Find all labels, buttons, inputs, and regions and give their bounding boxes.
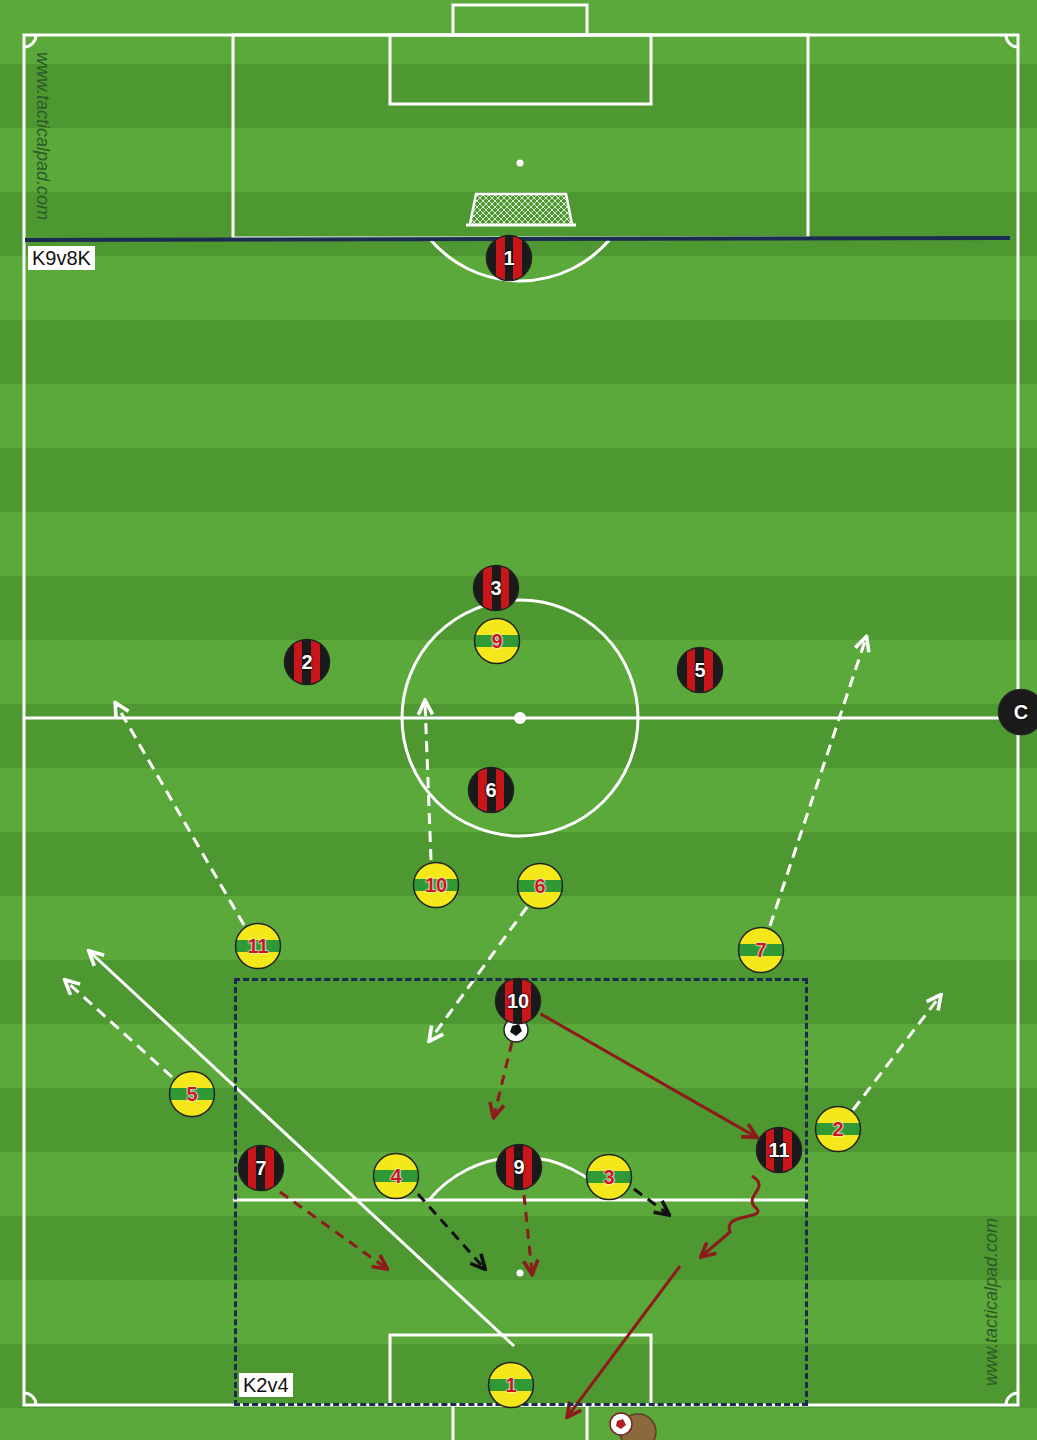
run-arrow [280, 1192, 386, 1268]
player-token: 10 [494, 977, 542, 1025]
movement-arrows [66, 638, 940, 1416]
player-number: 11 [768, 1140, 789, 1160]
player-number: 11 [247, 936, 268, 956]
player-number: 5 [186, 1084, 197, 1104]
run-arrow [524, 1195, 532, 1273]
player-number: 4 [390, 1166, 401, 1186]
player-disc [489, 1363, 534, 1408]
zone-label: K2v4 [239, 1373, 293, 1397]
player-disc [816, 1107, 861, 1152]
goal-area-top [453, 5, 587, 35]
player-disc [469, 768, 514, 813]
player-disc [285, 640, 330, 685]
player-token: 5 [676, 646, 724, 694]
player-number: 1 [503, 248, 514, 268]
penalty-box [233, 35, 808, 238]
touchline [24, 35, 1018, 1405]
player-token: 9 [495, 1143, 543, 1191]
player-number: 3 [603, 1167, 614, 1187]
player-token: 6 [516, 862, 564, 910]
player-token: 3 [585, 1153, 633, 1201]
mini-goal [466, 194, 576, 225]
centre-circle [402, 600, 638, 836]
run-arrow [634, 1189, 668, 1214]
six-yard-box [390, 35, 651, 104]
player-token: 1 [487, 1361, 535, 1409]
player-number: 9 [491, 631, 502, 651]
player-number: 7 [755, 940, 766, 960]
dribble-arrow [702, 1176, 759, 1256]
zone-label: K9v8K [28, 246, 95, 270]
player-token: 11 [234, 922, 282, 970]
zone-box: K2v4 10 11 7 9 4 3 1 [234, 978, 808, 1406]
player-disc [236, 924, 281, 969]
player-disc [678, 648, 723, 693]
goal-area-bottom [453, 1405, 587, 1440]
penalty-box-line [233, 1199, 808, 1202]
player-number: 5 [694, 660, 705, 680]
player-number: 3 [490, 578, 501, 598]
player-disc [757, 1128, 802, 1173]
player-token: 11 [755, 1126, 803, 1174]
player-token: 7 [737, 926, 785, 974]
player-token: 2 [814, 1105, 862, 1153]
player-disc [587, 1155, 632, 1200]
player-number: 6 [534, 876, 545, 896]
run-arrow [494, 1042, 512, 1116]
player-disc [475, 619, 520, 664]
run-arrow [66, 981, 172, 1077]
player-number: 7 [255, 1158, 266, 1178]
pitch-lines [24, 5, 1018, 1440]
player-disc [739, 928, 784, 973]
penalty-spot [517, 160, 524, 167]
player-token: 4 [372, 1152, 420, 1200]
player-disc [374, 1154, 419, 1199]
run-arrow [425, 702, 431, 860]
player-disc [487, 236, 532, 281]
player-disc [497, 1145, 542, 1190]
player-token: 3 [472, 564, 520, 612]
player-disc [474, 566, 519, 611]
player-number: C [1014, 702, 1028, 722]
run-arrow [418, 1194, 484, 1268]
player-token: 7 [237, 1144, 285, 1192]
player-token: 6 [467, 766, 515, 814]
player-token: 9 [473, 617, 521, 665]
player-number: 9 [513, 1157, 524, 1177]
watermark: www.tacticalpad.com [34, 52, 52, 220]
player-token: 1 [485, 234, 533, 282]
player-number: 1 [505, 1375, 516, 1395]
corner-arcs [24, 35, 1018, 1405]
player-disc [414, 863, 459, 908]
player-number: 2 [832, 1119, 843, 1139]
run-arrow [770, 638, 866, 926]
player-token: 5 [168, 1070, 216, 1118]
pass-arrow [90, 952, 514, 1346]
player-token: 10 [412, 861, 460, 909]
player-disc [999, 690, 1037, 735]
player-number: 6 [485, 780, 496, 800]
run-arrow [116, 704, 244, 925]
pass-arrow [541, 1014, 756, 1137]
player-disc [239, 1146, 284, 1191]
player-disc [496, 979, 541, 1024]
player-token: 2 [283, 638, 331, 686]
penalty-spot [517, 1270, 524, 1277]
run-arrow [853, 996, 940, 1110]
player-number: 10 [425, 875, 447, 895]
player-disc [518, 864, 563, 909]
shot-arrow [568, 1266, 680, 1416]
watermark: www.tacticalpad.com [982, 1218, 1000, 1386]
ball-and-coach [610, 1413, 656, 1440]
player-disc [170, 1072, 215, 1117]
player-number: 2 [301, 652, 312, 672]
centre-spot [514, 712, 526, 724]
coach-marker: C [997, 688, 1037, 736]
player-number: 10 [507, 991, 529, 1011]
